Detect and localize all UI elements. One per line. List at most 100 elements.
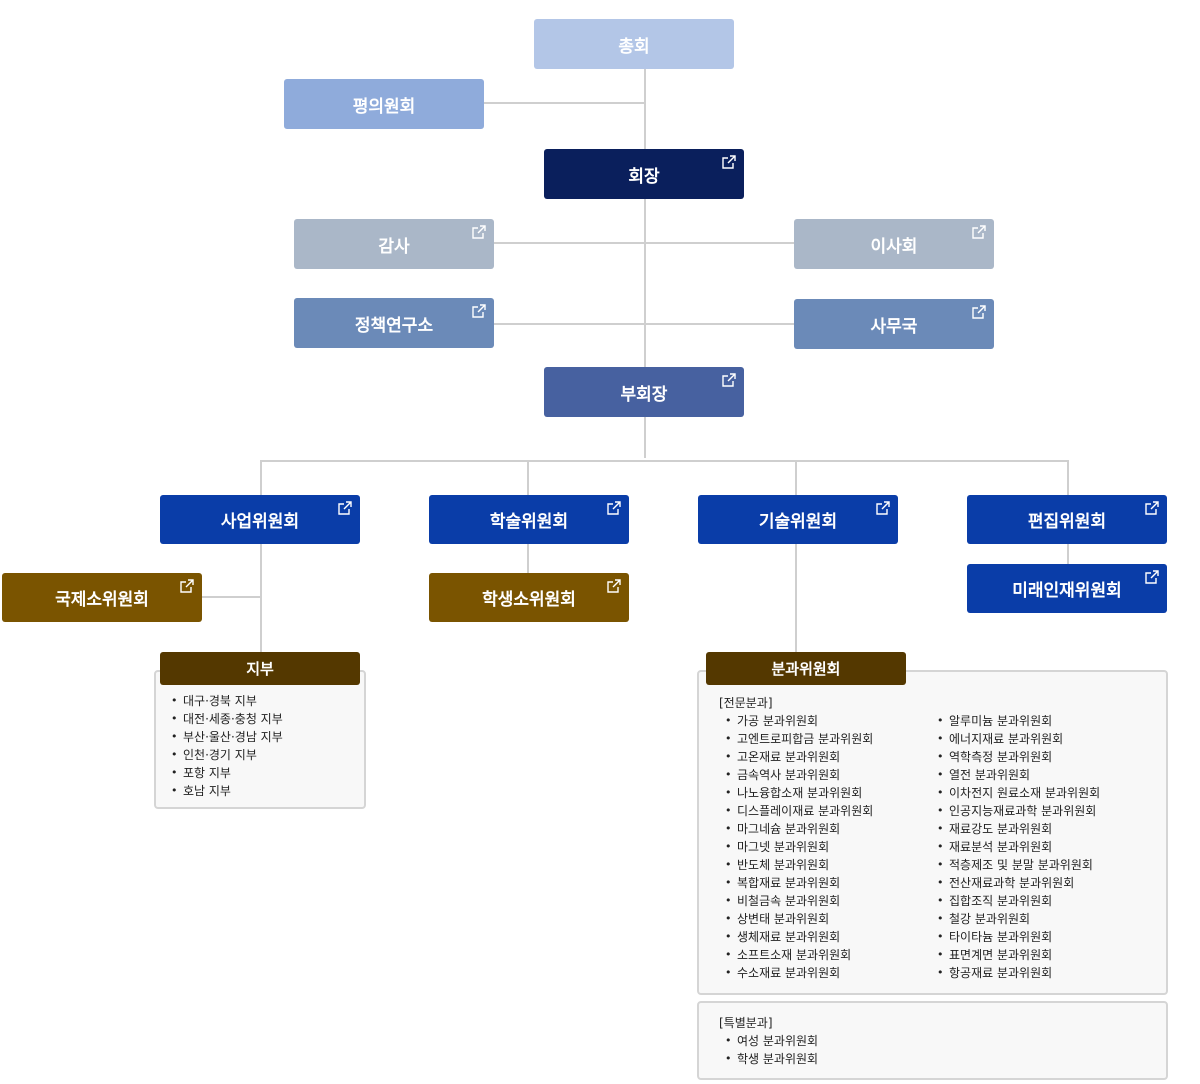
student-subcommittee-label: 학생소위원회 (482, 590, 576, 610)
list-item: 비철금속 분과위원회 (725, 892, 873, 910)
list-item: 포항 지부 (171, 764, 283, 782)
connector-line (1067, 460, 1069, 496)
list-item: 여성 분과위원회 (725, 1032, 818, 1050)
future-talent-committee-box[interactable]: 미래인재위원회 (967, 564, 1167, 613)
list-item: 표면계면 분과위원회 (937, 946, 1100, 964)
list-item: 소프트소재 분과위원회 (725, 946, 873, 964)
connector-line (644, 68, 646, 458)
special-divisions-panel: [특별분과] 여성 분과위원회학생 분과위원회 (697, 1001, 1168, 1080)
academic-committee-box[interactable]: 학술위원회 (429, 495, 629, 544)
external-link-icon (471, 224, 487, 240)
general-assembly-label: 총회 (618, 36, 650, 57)
list-item: 알루미늄 분과위원회 (937, 712, 1100, 730)
secretariat-label: 사무국 (870, 316, 918, 337)
list-item: 복합재료 분과위원회 (725, 874, 873, 892)
branches-header: 지부 (160, 652, 360, 685)
board-box[interactable]: 이사회 (794, 219, 994, 269)
list-item: 가공 분과위원회 (725, 712, 873, 730)
list-item: 대전·세종·충청 지부 (171, 710, 283, 728)
president-box[interactable]: 회장 (544, 149, 744, 199)
list-item: 항공재료 분과위원회 (937, 964, 1100, 982)
list-item: 고엔트로피합금 분과위원회 (725, 730, 873, 748)
external-link-icon (606, 578, 622, 594)
special-divisions-list: 여성 분과위원회학생 분과위원회 (725, 1032, 818, 1068)
list-item: 학생 분과위원회 (725, 1050, 818, 1068)
specialized-divisions-right-list: 알루미늄 분과위원회에너지재료 분과위원회역학측정 분과위원회열전 분과위원회이… (937, 712, 1100, 982)
auditor-box[interactable]: 감사 (294, 219, 494, 269)
list-item: 대구·경북 지부 (171, 692, 283, 710)
list-item: 철강 분과위원회 (937, 910, 1100, 928)
list-item: 부산·울산·경남 지부 (171, 728, 283, 746)
business-committee-box[interactable]: 사업위원회 (160, 495, 360, 544)
connector-line (527, 543, 529, 574)
connector-line (493, 242, 795, 244)
connector-line (260, 460, 262, 496)
list-item: 생체재료 분과위원회 (725, 928, 873, 946)
editorial-committee-label: 편집위원회 (1027, 512, 1107, 532)
external-link-icon (1144, 569, 1160, 585)
policy-institute-label: 정책연구소 (354, 315, 434, 336)
specialized-divisions-panel: [전문분과] 가공 분과위원회고엔트로피합금 분과위원회고온재료 분과위원회금속… (697, 670, 1168, 995)
connector-line (493, 323, 795, 325)
external-link-icon (606, 500, 622, 516)
list-item: 수소재료 분과위원회 (725, 964, 873, 982)
external-link-icon (721, 154, 737, 170)
list-item: 역학측정 분과위원회 (937, 748, 1100, 766)
connector-line (795, 460, 797, 496)
connector-line (527, 460, 529, 496)
branches-list: 대구·경북 지부 대전·세종·충청 지부 부산·울산·경남 지부 인천·경기 지… (171, 692, 283, 800)
list-item: 인공지능재료과학 분과위원회 (937, 802, 1100, 820)
vice-president-label: 부회장 (620, 384, 668, 405)
special-divisions-title: [특별분과] (719, 1016, 773, 1030)
connector-line (260, 543, 262, 653)
list-item: 재료강도 분과위원회 (937, 820, 1100, 838)
future-talent-committee-label: 미래인재위원회 (1012, 581, 1122, 601)
connector-line (260, 460, 1069, 462)
external-link-icon (971, 224, 987, 240)
technical-committee-box[interactable]: 기술위원회 (698, 495, 898, 544)
president-label: 회장 (628, 166, 660, 187)
external-link-icon (971, 304, 987, 320)
specialized-divisions-left-list: 가공 분과위원회고엔트로피합금 분과위원회고온재료 분과위원회금속역사 분과위원… (725, 712, 873, 982)
academic-committee-label: 학술위원회 (489, 512, 569, 532)
connector-line (1067, 543, 1069, 565)
list-item: 에너지재료 분과위원회 (937, 730, 1100, 748)
divisions-header: 분과위원회 (706, 652, 906, 685)
external-link-icon (337, 500, 353, 516)
list-item: 타이타늄 분과위원회 (937, 928, 1100, 946)
student-subcommittee-box[interactable]: 학생소위원회 (429, 573, 629, 622)
list-item: 전산재료과학 분과위원회 (937, 874, 1100, 892)
list-item: 호남 지부 (171, 782, 283, 800)
list-item: 이차전지 원료소재 분과위원회 (937, 784, 1100, 802)
branches-panel: 대구·경북 지부 대전·세종·충청 지부 부산·울산·경남 지부 인천·경기 지… (154, 670, 366, 809)
list-item: 마그넷 분과위원회 (725, 838, 873, 856)
evaluation-council-label: 평의원회 (352, 96, 416, 117)
technical-committee-label: 기술위원회 (758, 512, 838, 532)
connector-line (795, 543, 797, 653)
list-item: 나노융합소재 분과위원회 (725, 784, 873, 802)
intl-subcommittee-label: 국제소위원회 (55, 590, 149, 610)
policy-institute-box[interactable]: 정책연구소 (294, 298, 494, 348)
external-link-icon (179, 578, 195, 594)
evaluation-council-box: 평의원회 (284, 79, 484, 129)
list-item: 고온재료 분과위원회 (725, 748, 873, 766)
list-item: 열전 분과위원회 (937, 766, 1100, 784)
auditor-label: 감사 (378, 236, 410, 257)
board-label: 이사회 (870, 236, 918, 257)
list-item: 인천·경기 지부 (171, 746, 283, 764)
list-item: 집합조직 분과위원회 (937, 892, 1100, 910)
secretariat-box[interactable]: 사무국 (794, 299, 994, 349)
vice-president-box[interactable]: 부회장 (544, 367, 744, 417)
specialized-divisions-title: [전문분과] (719, 696, 773, 710)
list-item: 재료분석 분과위원회 (937, 838, 1100, 856)
external-link-icon (875, 500, 891, 516)
connector-line (201, 596, 261, 598)
list-item: 적층제조 및 분말 분과위원회 (937, 856, 1100, 874)
intl-subcommittee-box[interactable]: 국제소위원회 (2, 573, 202, 622)
editorial-committee-box[interactable]: 편집위원회 (967, 495, 1167, 544)
external-link-icon (721, 372, 737, 388)
list-item: 반도체 분과위원회 (725, 856, 873, 874)
general-assembly-box: 총회 (534, 19, 734, 69)
list-item: 상변태 분과위원회 (725, 910, 873, 928)
business-committee-label: 사업위원회 (220, 512, 300, 532)
